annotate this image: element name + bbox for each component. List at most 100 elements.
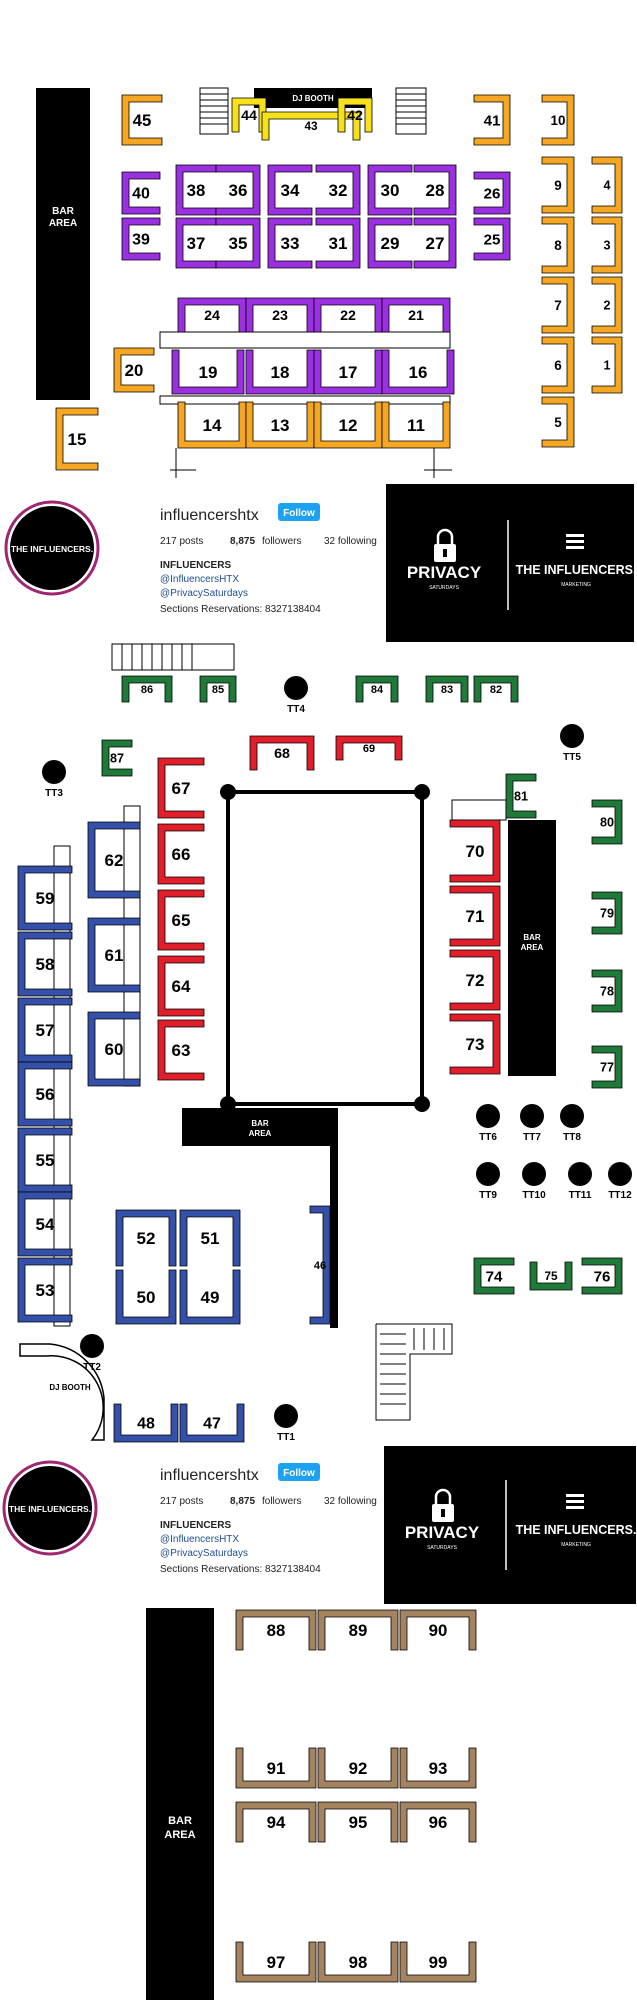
table-77[interactable]: 77 bbox=[591, 1045, 623, 1089]
high-top-TT2[interactable]: TT2 bbox=[80, 1334, 104, 1373]
table-94-booth[interactable] bbox=[235, 1801, 317, 1843]
table-45[interactable]: 45 bbox=[121, 94, 163, 146]
table-1[interactable]: 1 bbox=[591, 336, 623, 394]
table-43-booth[interactable] bbox=[261, 111, 361, 141]
table-88-booth[interactable] bbox=[235, 1609, 317, 1651]
high-top-TT4[interactable]: TT4 bbox=[284, 676, 308, 715]
table-70-booth[interactable] bbox=[449, 819, 501, 883]
high-top-TT9[interactable]: TT9 bbox=[476, 1162, 500, 1201]
table-52[interactable]: 52 bbox=[115, 1209, 177, 1267]
table-51-booth[interactable] bbox=[179, 1209, 241, 1267]
table-87-booth[interactable] bbox=[101, 739, 133, 777]
profile-1-handle-1[interactable]: @InfluencersHTX bbox=[160, 574, 239, 585]
table-19-booth[interactable] bbox=[171, 349, 245, 395]
table-24[interactable]: 24 bbox=[177, 297, 247, 333]
table-38[interactable]: 38 bbox=[175, 164, 217, 216]
table-41-booth[interactable] bbox=[473, 94, 511, 146]
table-53-booth[interactable] bbox=[17, 1257, 73, 1323]
profile-2-posts[interactable]: 217 posts bbox=[160, 1496, 203, 1507]
table-33-booth[interactable] bbox=[267, 217, 313, 269]
profile-1-followers-word[interactable]: followers bbox=[262, 536, 301, 547]
profile-2-followers-word[interactable]: followers bbox=[262, 1496, 301, 1507]
table-31-booth[interactable] bbox=[315, 217, 361, 269]
table-91[interactable]: 91 bbox=[235, 1747, 317, 1789]
table-11[interactable]: 11 bbox=[381, 401, 451, 449]
table-25[interactable]: 25 bbox=[473, 217, 511, 261]
table-71[interactable]: 71 bbox=[449, 885, 501, 947]
table-63[interactable]: 63 bbox=[157, 1019, 205, 1081]
table-61-booth[interactable] bbox=[87, 917, 141, 993]
table-44[interactable]: 44 bbox=[231, 97, 267, 133]
table-15[interactable]: 15 bbox=[55, 407, 99, 471]
table-55[interactable]: 55 bbox=[17, 1127, 73, 1193]
table-7-booth[interactable] bbox=[541, 276, 575, 334]
table-25-booth[interactable] bbox=[473, 217, 511, 261]
profile-2-handle-2[interactable]: @PrivacySaturdays bbox=[160, 1548, 248, 1559]
table-40-booth[interactable] bbox=[121, 171, 161, 215]
table-47-booth[interactable] bbox=[179, 1403, 245, 1443]
high-top-TT5-marker[interactable] bbox=[560, 724, 584, 748]
table-30-booth[interactable] bbox=[367, 164, 413, 216]
high-top-TT3-marker[interactable] bbox=[42, 760, 66, 784]
table-4-booth[interactable] bbox=[591, 156, 623, 214]
table-49-booth[interactable] bbox=[179, 1269, 241, 1325]
table-18[interactable]: 18 bbox=[245, 349, 315, 395]
high-top-TT7-marker[interactable] bbox=[520, 1104, 544, 1128]
table-11-booth[interactable] bbox=[381, 401, 451, 449]
table-96[interactable]: 96 bbox=[399, 1801, 477, 1843]
table-79-booth[interactable] bbox=[591, 891, 623, 935]
table-40[interactable]: 40 bbox=[121, 171, 161, 215]
table-73-booth[interactable] bbox=[449, 1013, 501, 1075]
table-41[interactable]: 41 bbox=[473, 94, 511, 146]
table-96-booth[interactable] bbox=[399, 1801, 477, 1843]
table-13-booth[interactable] bbox=[245, 401, 315, 449]
table-85-booth[interactable] bbox=[199, 675, 237, 703]
table-42-booth[interactable] bbox=[337, 97, 373, 133]
table-83[interactable]: 83 bbox=[425, 675, 469, 703]
high-top-TT10[interactable]: TT10 bbox=[522, 1162, 546, 1201]
table-54[interactable]: 54 bbox=[17, 1191, 73, 1257]
table-87[interactable]: 87 bbox=[101, 739, 133, 777]
table-56[interactable]: 56 bbox=[17, 1061, 73, 1127]
table-12[interactable]: 12 bbox=[313, 401, 383, 449]
table-21-booth[interactable] bbox=[381, 297, 451, 333]
table-82[interactable]: 82 bbox=[473, 675, 519, 703]
table-42[interactable]: 42 bbox=[337, 97, 373, 133]
table-81[interactable]: 81 bbox=[505, 773, 537, 819]
high-top-TT2-marker[interactable] bbox=[80, 1334, 104, 1358]
table-23[interactable]: 23 bbox=[245, 297, 315, 333]
table-65[interactable]: 65 bbox=[157, 889, 205, 951]
table-14[interactable]: 14 bbox=[177, 401, 247, 449]
table-70[interactable]: 70 bbox=[449, 819, 501, 883]
table-77-booth[interactable] bbox=[591, 1045, 623, 1089]
high-top-TT3[interactable]: TT3 bbox=[42, 760, 66, 799]
table-2[interactable]: 2 bbox=[591, 276, 623, 334]
high-top-TT8-marker[interactable] bbox=[560, 1104, 584, 1128]
table-98-booth[interactable] bbox=[317, 1941, 399, 1983]
table-9-booth[interactable] bbox=[541, 156, 575, 214]
table-78[interactable]: 78 bbox=[591, 969, 623, 1013]
table-81-booth[interactable] bbox=[505, 773, 537, 819]
avatar-1[interactable] bbox=[10, 506, 94, 590]
high-top-TT11[interactable]: TT11 bbox=[568, 1162, 592, 1201]
table-56-booth[interactable] bbox=[17, 1061, 73, 1127]
table-68-booth[interactable] bbox=[249, 735, 315, 771]
table-53[interactable]: 53 bbox=[17, 1257, 73, 1323]
table-80-booth[interactable] bbox=[591, 799, 623, 845]
table-32-booth[interactable] bbox=[315, 164, 361, 216]
table-92[interactable]: 92 bbox=[317, 1747, 399, 1789]
table-99-booth[interactable] bbox=[399, 1941, 477, 1983]
table-75[interactable]: 75 bbox=[529, 1261, 573, 1291]
table-93[interactable]: 93 bbox=[399, 1747, 477, 1789]
table-65-booth[interactable] bbox=[157, 889, 205, 951]
table-16[interactable]: 16 bbox=[381, 349, 455, 395]
table-60[interactable]: 60 bbox=[87, 1011, 141, 1087]
table-67-booth[interactable] bbox=[157, 757, 205, 819]
table-68[interactable]: 68 bbox=[249, 735, 315, 771]
table-26-booth[interactable] bbox=[473, 171, 511, 215]
profile-2-followers-count[interactable]: 8,875 bbox=[230, 1496, 255, 1507]
high-top-TT8[interactable]: TT8 bbox=[560, 1104, 584, 1143]
table-85[interactable]: 85 bbox=[199, 675, 237, 703]
high-top-TT5[interactable]: TT5 bbox=[560, 724, 584, 763]
table-72[interactable]: 72 bbox=[449, 949, 501, 1011]
